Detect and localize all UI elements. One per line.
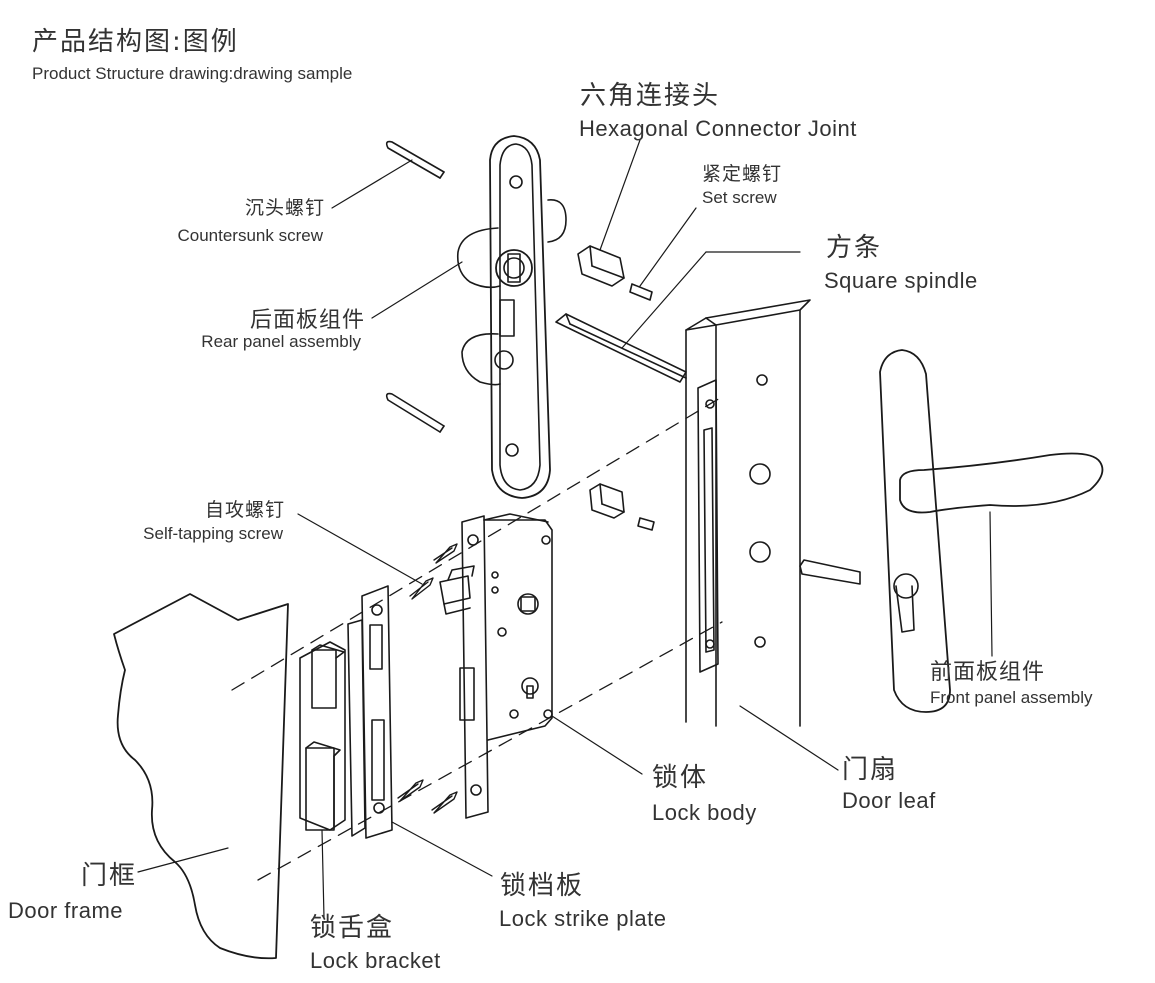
- self-tapping-screw-label-cn: 自攻螺钉: [204, 499, 285, 521]
- door-leaf-label-en: Door leaf: [842, 788, 936, 813]
- upper-hex-connector: [577, 245, 625, 287]
- lock-bracket-label-cn: 锁舌盒: [310, 913, 395, 943]
- countersunk-screw-label-en: Countersunk screw: [177, 226, 323, 245]
- square-spindle-shape: [555, 313, 687, 383]
- rear-panel-label-en: Rear panel assembly: [201, 332, 361, 351]
- page-title-cn: 产品结构图:图例: [32, 27, 239, 57]
- set-screw-label-cn: 紧定螺钉: [702, 163, 783, 185]
- square-spindle-label-en: Square spindle: [824, 268, 978, 293]
- hex-joint-label-en: Hexagonal Connector Joint: [579, 116, 857, 141]
- front-panel-label-en: Front panel assembly: [930, 688, 1093, 707]
- door-frame-shape: [113, 593, 289, 960]
- front-panel-label-cn: 前面板组件: [930, 660, 1046, 685]
- set-screw-label-en: Set screw: [702, 188, 777, 207]
- door-frame-label-cn: 门框: [80, 861, 137, 891]
- lock-strike-plate-label-en: Lock strike plate: [499, 906, 667, 931]
- square-spindle-label-cn: 方条: [826, 233, 883, 263]
- rear-panel-label-cn: 后面板组件: [249, 308, 365, 333]
- lock-body-label-cn: 锁体: [652, 763, 709, 793]
- self-tapping-screw-label-en: Self-tapping screw: [143, 524, 283, 543]
- lower-hex-connector: [589, 483, 655, 531]
- door-leaf-shape: [685, 299, 811, 727]
- countersunk-screw-label-cn: 沉头螺钉: [244, 197, 325, 219]
- rear-panel-shape: [456, 135, 567, 499]
- lock-bracket-shape: [299, 641, 346, 831]
- door-leaf-label-cn: 门扇: [842, 755, 899, 785]
- lock-bracket-label-en: Lock bracket: [310, 948, 441, 973]
- lock-strike-plate-label-cn: 锁档板: [500, 871, 585, 901]
- front-panel-shape: [799, 349, 1104, 713]
- door-frame-label-en: Door frame: [8, 898, 124, 923]
- hex-joint-label-cn: 六角连接头: [580, 81, 721, 111]
- lock-body-label-en: Lock body: [652, 800, 757, 825]
- page-title-en: Product Structure drawing:drawing sample: [32, 64, 353, 83]
- lock-strike-plate-shape: [347, 585, 393, 839]
- countersunk-screws: [385, 140, 445, 433]
- lock-body-shape: [439, 513, 553, 819]
- self-tapping-screws: [397, 543, 458, 814]
- leader-lines: [137, 139, 993, 919]
- set-screw-shape: [629, 283, 653, 301]
